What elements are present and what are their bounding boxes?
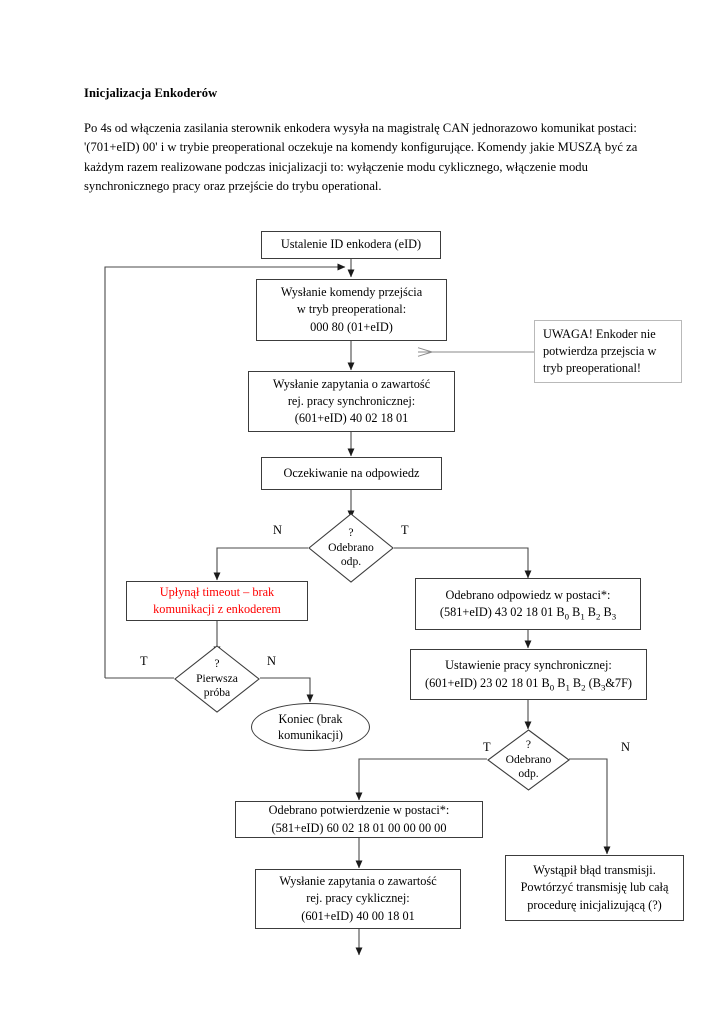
page-title: Inicjalizacja Enkoderów — [84, 86, 218, 100]
node-oczekiwanie-na-odpowiedz[interactable]: Oczekiwanie na odpowiedz — [261, 457, 442, 490]
branch-label-n-1: N — [273, 523, 282, 537]
node-ustalenie-id[interactable]: Ustalenie ID enkodera (eID) — [261, 231, 441, 259]
diamond-shape — [487, 729, 570, 791]
branch-label-t-1: T — [401, 523, 409, 537]
branch-label-t-3: T — [483, 740, 491, 754]
node-blad-transmisji[interactable]: Wystąpił błąd transmisji.Powtórzyć trans… — [505, 855, 684, 921]
branch-label-n-3: N — [621, 740, 630, 754]
node-odebrano-potwierdzenie[interactable]: Odebrano potwierdzenie w postaci*:(581+e… — [235, 801, 483, 838]
branch-label-n-2: N — [267, 654, 276, 668]
node-label: Oczekiwanie na odpowiedz — [283, 465, 420, 480]
node-label: Ustawienie pracy synchronicznej:(601+eID… — [424, 658, 633, 692]
intro-paragraph: Po 4s od włączenia zasilania sterownik e… — [84, 121, 638, 194]
diamond-shape — [174, 645, 260, 713]
node-label: Odebrano potwierdzenie w postaci*:(581+e… — [268, 803, 450, 835]
node-label: Odebrano odpowiedz w postaci*:(581+eID) … — [439, 587, 617, 622]
branch-label-t-2: T — [140, 654, 148, 668]
node-ustawienie-pracy-synchronicznej[interactable]: Ustawienie pracy synchronicznej:(601+eID… — [410, 649, 647, 700]
node-label: Wystąpił błąd transmisji.Powtórzyć trans… — [520, 863, 669, 912]
node-label: Ustalenie ID enkodera (eID) — [280, 237, 422, 252]
node-odebrano-odpowiedz[interactable]: Odebrano odpowiedz w postaci*:(581+eID) … — [415, 578, 641, 630]
diamond-shape — [308, 513, 394, 583]
